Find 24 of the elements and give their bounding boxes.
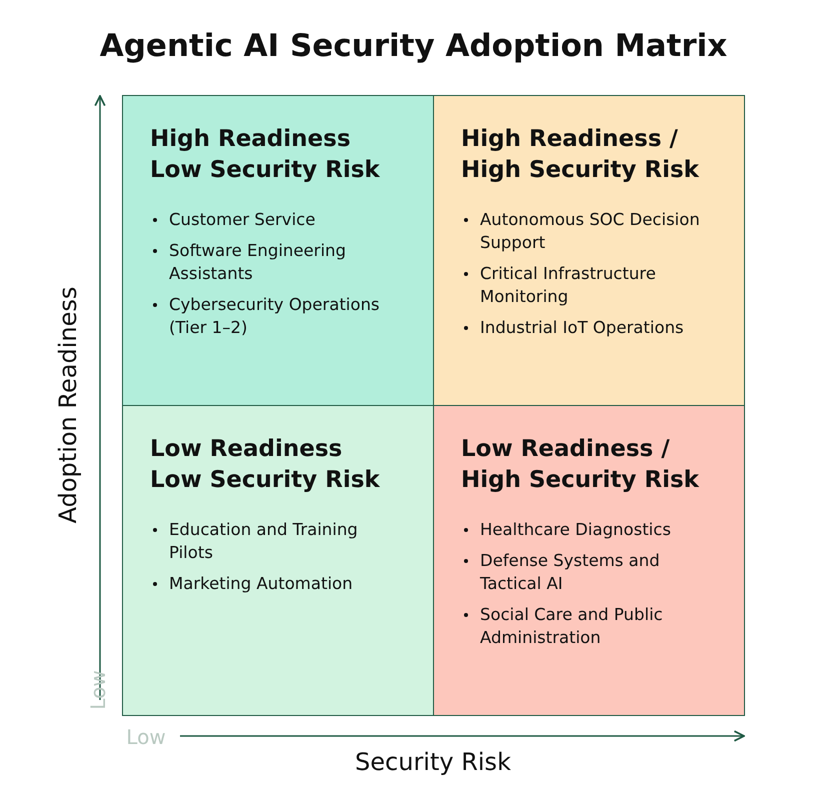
bullet-item: Cybersecurity Operations (Tier 1–2) — [169, 294, 381, 339]
quadrant-panel — [122, 405, 434, 716]
quadrant-heading: Low Readiness / High Security Risk — [461, 435, 700, 495]
axis-label: Low — [86, 670, 110, 710]
bullet-item: Social Care and Public Administration — [480, 604, 664, 649]
bullet-item: Marketing Automation — [169, 573, 354, 595]
bullet-item: Autonomous SOC Decision Support — [480, 209, 700, 254]
bullet-item: Defense Systems and Tactical AI — [480, 550, 661, 595]
axis-title: Adoption Readiness — [54, 286, 82, 524]
bullet-item: Software Engineering Assistants — [169, 240, 347, 285]
axis-label: Low — [126, 725, 166, 749]
quadrant-panel — [122, 95, 434, 406]
quadrant-panel — [433, 405, 745, 716]
bullet-item: Critical Infrastructure Monitoring — [480, 263, 657, 308]
title: Agentic AI Security Adoption Matrix — [98, 28, 728, 64]
bullet-item: Education and Training Pilots — [169, 519, 359, 564]
quadrant-panel — [433, 95, 745, 406]
quadrant-heading: High Readiness / High Security Risk — [461, 125, 700, 185]
quadrant-heading: Low Readiness Low Security Risk — [150, 435, 381, 495]
bullet-item: Healthcare Diagnostics — [480, 519, 672, 541]
axis-title: Security Risk — [355, 748, 511, 776]
quadrant-heading: High Readiness Low Security Risk — [150, 125, 381, 185]
bullet-item: Industrial IoT Operations — [480, 317, 685, 339]
bullet-item: Customer Service — [169, 209, 316, 231]
